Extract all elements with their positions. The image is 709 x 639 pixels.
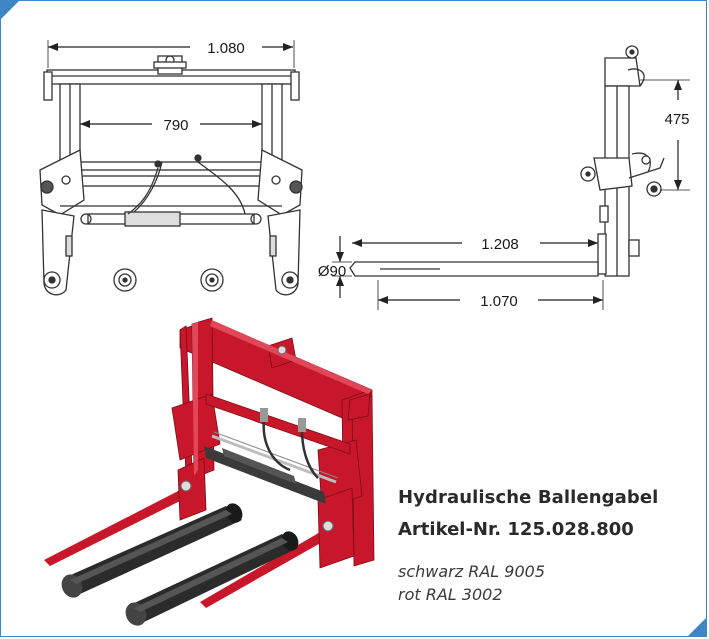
corner-decoration-bottom-right [688, 618, 706, 636]
bolt [322, 520, 334, 532]
side-view-drawing [349, 45, 665, 277]
right-tine [200, 524, 340, 608]
product-title: Hydraulische Ballengabel [398, 487, 659, 508]
front-view-drawing [39, 55, 303, 296]
product-render [44, 317, 375, 626]
corner-decoration-top-left [1, 1, 19, 19]
dim-label-475: 475 [664, 111, 689, 128]
dim-label-1080: 1.080 [207, 40, 245, 57]
hose-coupler [260, 408, 268, 422]
hose-coupler [298, 418, 306, 432]
color-option-black: schwarz RAL 9005 [398, 562, 546, 581]
hydraulic-hose [262, 419, 291, 472]
dim-label-790: 790 [163, 117, 188, 134]
right-bale-roller [125, 531, 299, 626]
left-bale-roller [61, 503, 243, 598]
bolt [277, 345, 287, 355]
hydraulic-hose [300, 429, 319, 479]
color-options: schwarz RAL 9005 rot RAL 3002 [398, 560, 698, 606]
bolt [180, 480, 192, 492]
article-number: Artikel-Nr. 125.028.800 [398, 519, 634, 540]
left-tine [44, 488, 190, 566]
dim-label-1208: 1.208 [481, 236, 519, 253]
frame-highlights [192, 320, 372, 476]
color-option-red: rot RAL 3002 [398, 585, 503, 604]
dim-label-diameter: Ø90 [318, 263, 346, 280]
dim-label-1070: 1.070 [480, 293, 518, 310]
product-info: Hydraulische Ballengabel Artikel-Nr. 125… [398, 484, 698, 606]
